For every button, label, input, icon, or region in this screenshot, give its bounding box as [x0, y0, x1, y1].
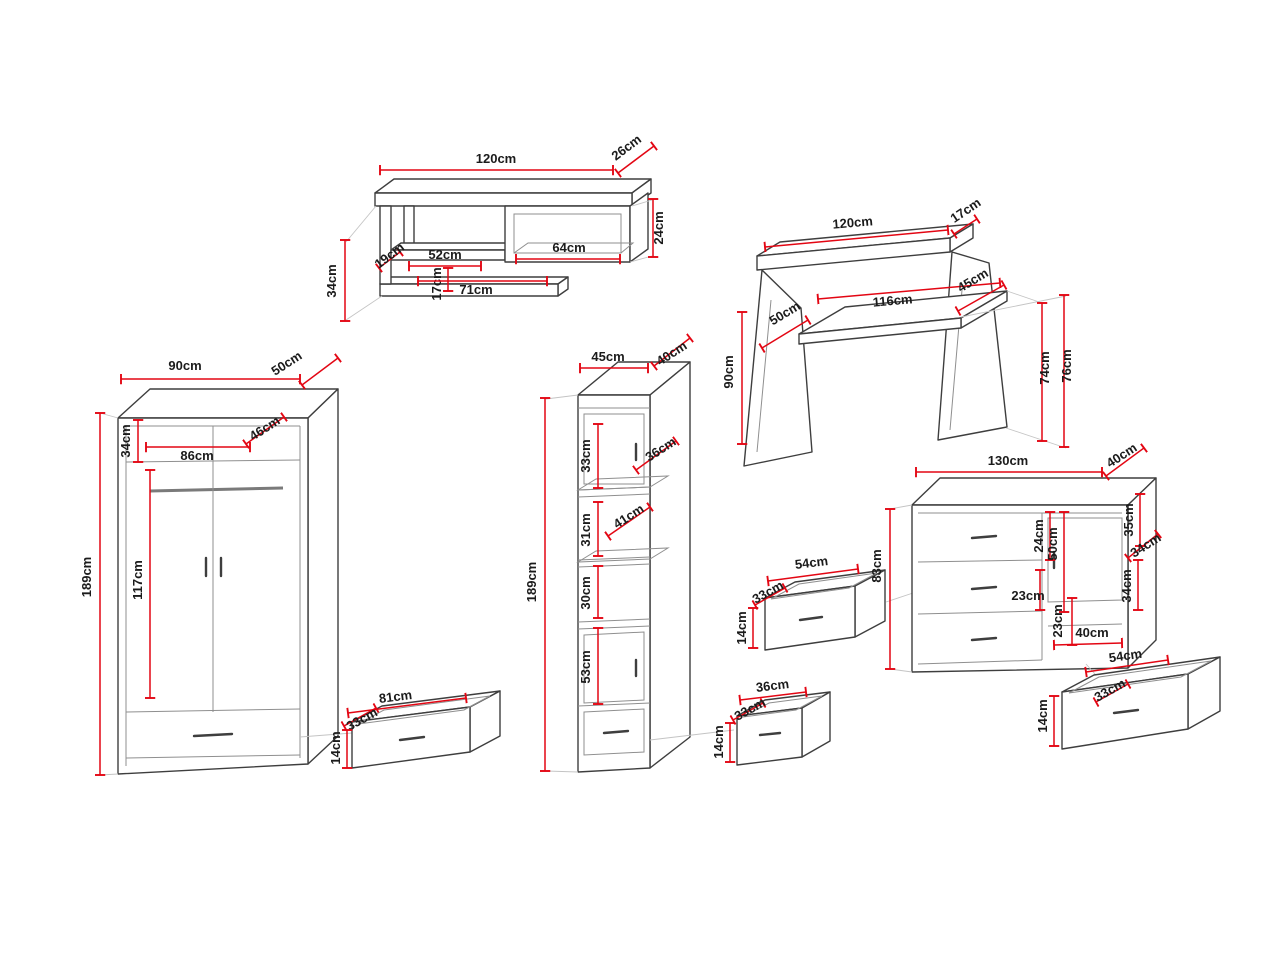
dim-sideboard-right-mid: 34cm [1119, 569, 1134, 602]
sideboard-top-face [911, 477, 1157, 506]
wall-shelf-top-face [374, 178, 652, 194]
sideboard-drawer3-handle [970, 636, 998, 642]
dim-bdrawer-height: 14cm [711, 725, 726, 758]
sideboard-door [1047, 517, 1123, 603]
wardrobe-drawer-pull [398, 735, 426, 742]
dim-desk-inner-height: 74cm [1037, 351, 1052, 384]
dim-desk-side-height: 76cm [1059, 349, 1074, 382]
dim-sideboard-drawer-h2: 23cm [1050, 604, 1065, 637]
dim-shelf-box-height: 24cm [651, 211, 666, 244]
dim-wdrawer-height: 14cm [328, 731, 343, 764]
dim-shelf-height: 34cm [324, 264, 339, 297]
dim-sideboard-right-top: 35cm [1121, 503, 1136, 536]
bookcase-drawing [576, 361, 735, 773]
wall-shelf-drawing [374, 178, 652, 297]
dim-wardrobe-width: 90cm [168, 358, 201, 373]
dim-desk-rail-depth: 17cm [948, 195, 984, 226]
wardrobe-drawer-top-line [125, 708, 301, 713]
bookcase-side-face [649, 361, 691, 769]
dim-sideboard-height: 83cm [869, 549, 884, 582]
dim-wdrawer-width: 81cm [378, 687, 413, 706]
wall-shelf-board-front [374, 192, 633, 207]
sideboard-small-drawer-drawing [764, 569, 917, 651]
dim-wardrobe-top-section: 34cm [118, 424, 133, 457]
wardrobe-drawing [117, 388, 353, 775]
dim-shelf-width: 120cm [476, 151, 516, 166]
sideboard-small-drawer-dimensions: 54cm 33cm 14cm [734, 553, 860, 649]
dim-sideboard-door-section: 50cm [1045, 527, 1060, 560]
desk-drawing [743, 223, 1008, 467]
sideboard-drawer2-handle [970, 585, 998, 591]
dim-bdrawer-width: 36cm [755, 676, 790, 695]
sideboard-bottom-drawer-drawing [1061, 656, 1221, 750]
wardrobe-drawer-handle [192, 732, 234, 738]
bookcase-drawer-leader [649, 729, 735, 741]
dim-sideboard-door-opening: 24cm [1031, 519, 1046, 552]
dim-wardrobe-depth: 50cm [269, 348, 305, 379]
dim-shelf-box-width: 64cm [552, 240, 585, 255]
small-drawer-pull [798, 615, 824, 622]
dim-shelf-opening-width: 52cm [428, 247, 461, 262]
dim-bookcase-s2: 31cm [578, 513, 593, 546]
bookcase-drawer-front-panel [583, 708, 645, 756]
dim-sdrawer-width: 54cm [794, 553, 829, 572]
dim-desk-inner-width: 116cm [872, 291, 913, 309]
dim-shelf-opening-height: 17cm [429, 267, 444, 300]
dim-bookcase-s1: 33cm [578, 439, 593, 472]
bookcase-drawer-handle [602, 729, 630, 735]
dim-bookcase-s4: 53cm [578, 650, 593, 683]
dim-desk-height: 90cm [721, 355, 736, 388]
dim-sideboard-width: 130cm [988, 453, 1028, 468]
dim-wardrobe-height: 189cm [79, 557, 94, 597]
dim-wardrobe-inner-height: 117cm [130, 560, 145, 600]
sideboard-drawer1-handle [970, 534, 998, 540]
bottom-drawer-pull [1112, 708, 1140, 715]
bookcase-bottom-door [583, 631, 645, 704]
wardrobe-top-face [117, 388, 339, 419]
dim-sideboard-drawer-h1: 23cm [1011, 588, 1044, 603]
dim-bottom-drawer-width: 54cm [1108, 646, 1143, 665]
wardrobe-hanging-rail [149, 486, 284, 493]
dim-shelf-depth: 26cm [609, 131, 645, 163]
dim-sideboard-door-width: 40cm [1075, 625, 1108, 640]
dim-bookcase-height: 189cm [524, 562, 539, 602]
bookcase-top-door [583, 413, 645, 485]
wardrobe-side-face [307, 388, 339, 765]
desk-left-panel [743, 269, 813, 467]
dim-shelf-bottom-width: 71cm [459, 282, 492, 297]
dim-bookcase-width: 45cm [591, 349, 624, 364]
dim-desk-width: 120cm [832, 213, 874, 231]
dim-bottom-drawer-height: 14cm [1035, 699, 1050, 732]
dim-sdrawer-height: 14cm [734, 611, 749, 644]
dim-sideboard-depth: 40cm [1104, 440, 1140, 471]
dim-wardrobe-inner-width: 86cm [180, 448, 213, 463]
dim-bookcase-s3: 30cm [578, 576, 593, 609]
bookcase-drawer-pull [758, 731, 782, 737]
wall-shelf-dimensions: 120cm 26cm 34cm 24cm 19cm 52cm 17cm 71cm… [324, 131, 666, 322]
